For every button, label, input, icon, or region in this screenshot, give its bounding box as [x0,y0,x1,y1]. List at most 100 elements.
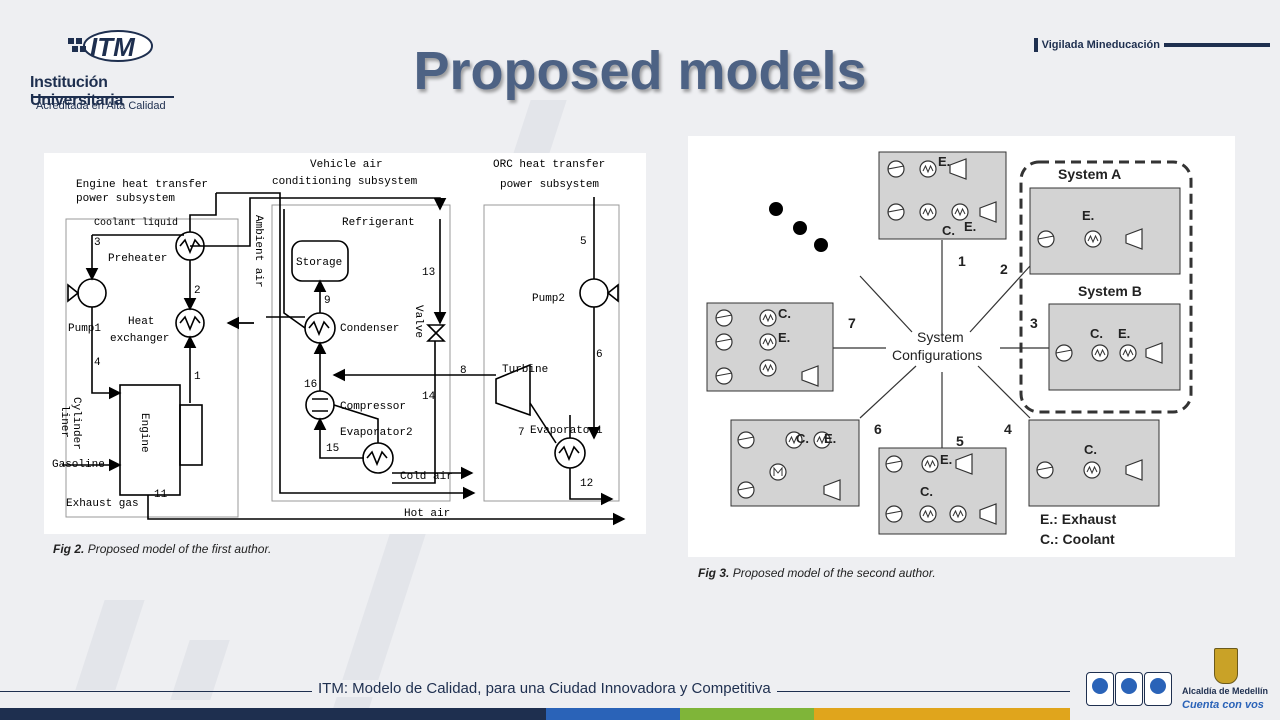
svg-text:4: 4 [94,357,101,369]
svg-text:Compressor: Compressor [340,401,406,413]
svg-text:C.: C. [942,223,955,238]
svg-text:4: 4 [1004,421,1012,437]
svg-text:Condenser: Condenser [340,323,399,335]
vigilada-text: Vigilada Mineducación [1041,39,1160,51]
certification-seal [1115,672,1143,706]
svg-text:conditioning subsystem: conditioning subsystem [272,176,418,188]
svg-text:Valve: Valve [412,305,424,338]
svg-text:Evaporator2: Evaporator2 [340,427,413,439]
svg-text:6: 6 [596,349,603,361]
valve-icon [426,324,446,342]
caption-fig3: Fig 3. Proposed model of the second auth… [698,566,936,580]
config-box-1 [878,151,1007,240]
caption-fig2: Fig 2. Proposed model of the first autho… [53,542,271,556]
svg-text:1: 1 [958,253,966,269]
medellin-crest [1214,648,1238,684]
svg-text:3: 3 [1030,315,1038,331]
svg-text:Storage: Storage [296,257,342,269]
vigilada-bar [1033,38,1038,52]
system-a-b-group [1019,160,1193,414]
svg-text:C.: C. [920,484,933,499]
background-stripe [75,600,145,690]
turbine-icon [495,363,531,417]
logo-accreditation: Acreditada en Alta Calidad [36,100,166,112]
svg-text:System B: System B [1078,283,1142,299]
ellipsis-dot [769,202,783,216]
svg-text:2: 2 [1000,261,1008,277]
svg-text:Engine: Engine [138,413,150,453]
svg-text:Pump1: Pump1 [68,323,101,335]
ellipsis-dot [814,238,828,252]
svg-text:C.: Coolant: C.: Coolant [1040,531,1115,547]
svg-text:5: 5 [580,236,587,248]
svg-text:liner: liner [58,405,70,438]
svg-text:16: 16 [304,379,317,391]
first-author-diagram: Engine heat transfer power subsystem Coo… [52,159,626,526]
svg-text:E.: E. [964,219,976,234]
svg-text:1: 1 [194,371,201,383]
itm-logo-mark: ITM [68,30,153,62]
svg-text:C.: C. [1084,442,1097,457]
certification-seal [1086,672,1114,706]
footer-color-bar [0,708,1070,720]
svg-text:power subsystem: power subsystem [500,179,599,191]
figure-second-author: E. C. E. E. C. E. C. E. C. C. E. C. E. S… [688,136,1235,557]
footer-bar-green [680,708,814,720]
compressor-icon [305,390,335,420]
svg-text:7: 7 [518,427,525,439]
svg-text:Heat: Heat [128,316,154,328]
svg-text:Cold air: Cold air [400,471,453,483]
slide-title: Proposed models [413,41,867,101]
svg-text:E.: E. [824,431,836,446]
svg-text:Turbine: Turbine [502,364,548,376]
svg-text:Preheater: Preheater [108,253,167,265]
footer-bar-yellow [814,708,1070,720]
orc-subsystem-box [483,204,620,502]
config-box-2 [1029,187,1181,275]
svg-text:Engine heat transfer: Engine heat transfer [76,179,208,191]
svg-text:C.: C. [778,306,791,321]
svg-text:3: 3 [94,237,101,249]
svg-text:System: System [917,329,964,345]
svg-text:15: 15 [326,443,339,455]
second-author-diagram: E. C. E. E. C. E. C. E. C. C. E. C. E. S… [706,151,1193,547]
svg-text:C.: C. [796,431,809,446]
svg-text:ITM: ITM [90,32,136,62]
svg-text:E.: E. [778,330,790,345]
svg-text:Exhaust gas: Exhaust gas [66,498,139,510]
caption-fig3-label: Fig 3. [698,566,730,580]
vigilada-line [1164,43,1270,47]
svg-text:6: 6 [874,421,882,437]
caption-fig2-text: Proposed model of the first author. [87,542,272,556]
svg-text:5: 5 [956,433,964,449]
certification-seal [1144,672,1172,706]
svg-text:E.: Exhaust: E.: Exhaust [1040,511,1117,527]
alcaldia-slogan: Cuenta con vos [1182,699,1264,711]
itm-logo: ITM Institución Universitaria Acreditada… [28,24,178,116]
svg-text:8: 8 [460,365,467,377]
svg-text:Refrigerant: Refrigerant [342,217,415,229]
svg-text:Ambient air: Ambient air [252,215,264,288]
vigilada-label: Vigilada Mineducación [1033,38,1270,52]
ellipsis-dot [793,221,807,235]
svg-text:Pump2: Pump2 [532,293,565,305]
engine-head [179,404,203,466]
svg-text:E.: E. [938,154,950,169]
logo-rule [32,96,174,98]
footer-bar-navy [0,708,546,720]
pump2-icon [579,278,609,308]
svg-text:Gasoline: Gasoline [52,459,105,471]
svg-text:E.: E. [1082,208,1094,223]
alcaldia-name: Alcaldía de Medellín [1182,686,1269,696]
svg-text:Vehicle air: Vehicle air [310,159,383,171]
svg-text:E.: E. [940,452,952,467]
caption-fig3-text: Proposed model of the second author. [732,566,936,580]
svg-text:Configurations: Configurations [892,347,982,363]
vehicle-subsystem-box [271,204,451,502]
svg-text:2: 2 [194,285,201,297]
svg-text:System A: System A [1058,166,1121,182]
svg-text:11: 11 [154,489,168,501]
svg-text:7: 7 [848,315,856,331]
figure-first-author: Engine heat transfer power subsystem Coo… [44,153,646,534]
svg-text:12: 12 [580,478,593,490]
